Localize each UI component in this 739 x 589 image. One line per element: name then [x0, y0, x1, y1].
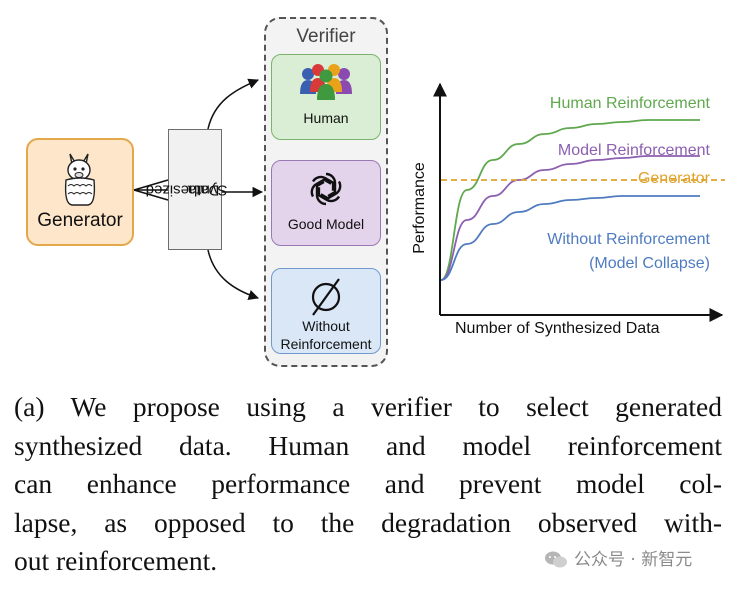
openai-knot-icon: [310, 172, 342, 206]
figure-caption: (a) We propose using a verifier to selec…: [14, 388, 722, 581]
legend-human-reinforcement: Human Reinforcement: [549, 95, 710, 112]
caption-line: out reinforcement.: [14, 545, 218, 576]
connector-arrows: [133, 78, 264, 300]
people-icon: [300, 64, 352, 100]
performance-chart: [433, 82, 725, 322]
caption-line: synthesized data. Human and model reinfo…: [14, 429, 722, 461]
synthesized-data-box: [168, 129, 222, 250]
arrow-to-without: [207, 249, 259, 300]
llama-icon: [64, 153, 96, 206]
generator-fan-lines: [133, 179, 169, 201]
legend-without-reinforcement: Without Reinforcement: [547, 231, 710, 248]
legend-generator: Generator: [637, 170, 710, 187]
human-verifier-box: [271, 54, 381, 140]
verifier-title: Verifier: [296, 26, 356, 47]
legend-model-reinforcement: Model Reinforcement: [557, 142, 710, 159]
watermark-text: 公众号 · 新智元: [574, 550, 693, 570]
x-axis-label: Number of Synthesized Data: [455, 320, 660, 337]
generator-box: [26, 138, 134, 246]
human-label: Human: [303, 110, 349, 126]
caption-line: can enhance performance and prevent mode…: [14, 468, 722, 499]
series-line-without-reinforcement: [440, 195, 700, 281]
good-model-label: Good Model: [287, 216, 365, 232]
caption-line: lapse, as opposed to the degradation obs…: [14, 506, 722, 538]
caption-line: (a) We propose using a verifier to selec…: [14, 391, 722, 422]
wechat-icon: [545, 551, 567, 568]
watermark: 公众号 · 新智元: [544, 545, 692, 570]
series-line-human-reinforcement: [440, 119, 700, 281]
series-line-model-reinforcement: [440, 155, 700, 281]
empty-set-icon: [311, 278, 341, 316]
arrow-to-human: [207, 78, 259, 130]
legend-model-collapse: (Model Collapse): [589, 255, 710, 272]
generator-label: Generator: [37, 210, 123, 231]
